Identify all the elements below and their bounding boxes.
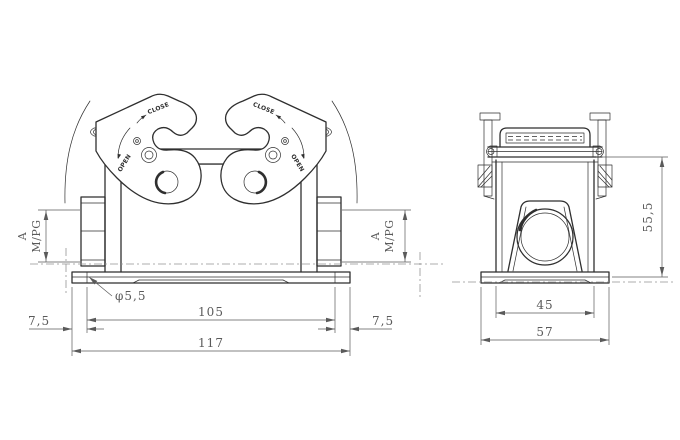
side-right-details bbox=[587, 112, 613, 273]
front-view: CLOSE OPEN CLOSE OPEN A M/PG bbox=[16, 92, 443, 356]
arrowhead bbox=[496, 310, 505, 316]
arrowhead bbox=[140, 115, 146, 120]
dim-right-edge-offset: 7,5 bbox=[372, 314, 394, 328]
dim-base-width: 57 bbox=[536, 325, 553, 339]
side-view: 45 57 55,5 bbox=[452, 112, 676, 345]
arrowhead bbox=[326, 317, 335, 323]
arrowhead bbox=[402, 211, 408, 220]
pivot-boss-section bbox=[477, 164, 493, 188]
mounting-flange-side bbox=[480, 271, 610, 284]
latch-lever-left bbox=[95, 93, 202, 205]
arrowhead bbox=[43, 252, 49, 261]
thread-left-type-label: M/PG bbox=[30, 219, 43, 252]
thread-right-size-label: A bbox=[369, 231, 382, 241]
locking-bar-side bbox=[487, 146, 603, 163]
dimension-arrowheads bbox=[43, 115, 665, 354]
cable-gland-left bbox=[80, 196, 106, 267]
arrowhead bbox=[87, 326, 96, 332]
side-left-details bbox=[477, 112, 503, 273]
arrowhead bbox=[600, 337, 609, 343]
cable-gland-right bbox=[316, 196, 342, 267]
dim-hole-spacing: 105 bbox=[198, 305, 224, 319]
gasket bbox=[505, 132, 585, 144]
arrowhead bbox=[341, 348, 350, 354]
top-cap bbox=[499, 127, 591, 148]
arrowhead bbox=[43, 211, 49, 220]
mounting-flange-front bbox=[71, 271, 351, 284]
arrowhead bbox=[276, 115, 282, 120]
stop-pin-hole bbox=[133, 137, 141, 145]
thread-right-type-label: M/PG bbox=[383, 219, 396, 252]
lever-top-tab bbox=[479, 112, 501, 121]
thread-left-size-label: A bbox=[16, 231, 29, 241]
cable-entry-hole bbox=[516, 208, 574, 266]
pivot-hole bbox=[141, 147, 157, 163]
arrowhead bbox=[326, 326, 335, 332]
arrowhead bbox=[402, 252, 408, 261]
lever-swing-arcs bbox=[64, 100, 358, 204]
arrowhead bbox=[300, 153, 305, 159]
arrowhead bbox=[585, 310, 594, 316]
arrowhead bbox=[89, 277, 98, 285]
arrowhead bbox=[72, 348, 81, 354]
cable-entry bbox=[507, 200, 583, 272]
arrowhead bbox=[659, 267, 665, 276]
arrowhead bbox=[350, 326, 359, 332]
lever-plate-edge bbox=[483, 119, 493, 197]
arrowhead bbox=[87, 317, 96, 323]
side-dimensions bbox=[480, 156, 668, 345]
dim-left-edge-offset: 7,5 bbox=[28, 314, 50, 328]
arrowhead bbox=[63, 326, 72, 332]
arrowhead bbox=[481, 337, 490, 343]
arrowhead bbox=[117, 153, 122, 159]
dim-height: 55,5 bbox=[641, 202, 655, 233]
dim-overall-width: 117 bbox=[198, 336, 224, 350]
arrowhead bbox=[659, 158, 665, 167]
dim-opening-width: 45 bbox=[536, 298, 553, 312]
dim-hole-diameter: φ5,5 bbox=[115, 289, 147, 303]
panel-phantom-lines-front bbox=[30, 248, 443, 298]
